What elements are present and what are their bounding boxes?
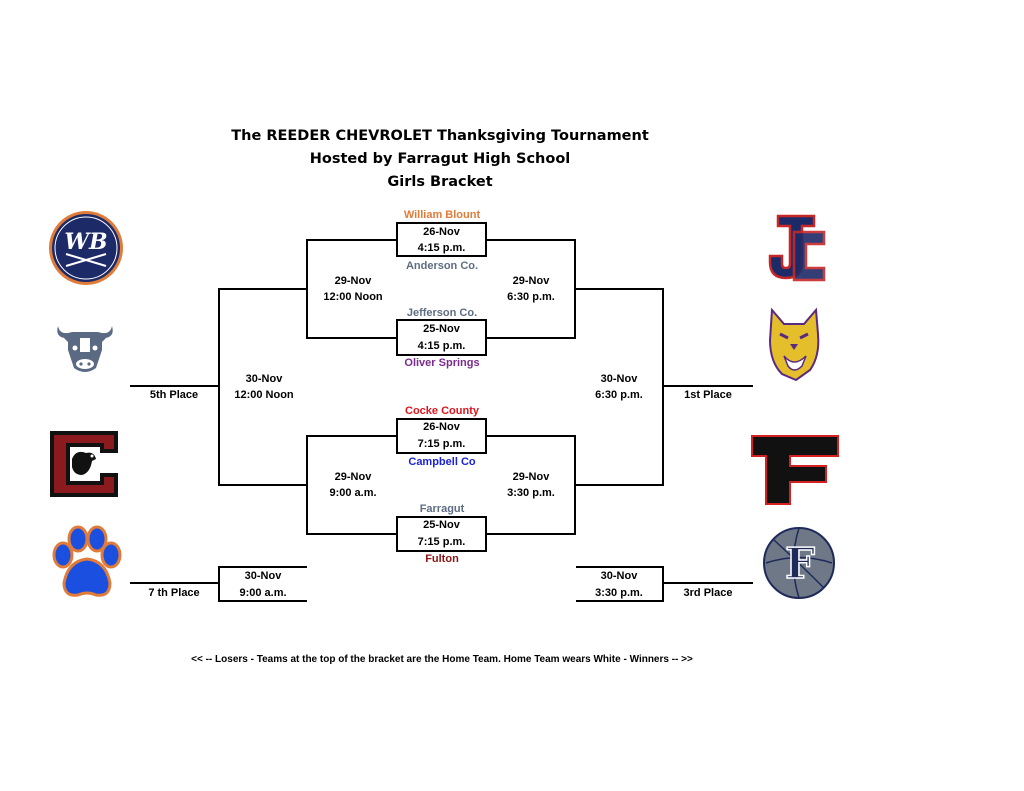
third-place-time: 3:30 p.m.: [595, 587, 643, 599]
fifth-place-label: 5th Place: [149, 389, 199, 401]
semi-bottom-left-date: 29-Nov: [334, 471, 372, 483]
bracket-line: [574, 288, 664, 290]
bracket-line: [486, 239, 576, 241]
bracket-line: [486, 435, 576, 437]
game1-date: 26-Nov: [423, 226, 460, 238]
jc-logo-icon: JC: [764, 212, 826, 282]
game-box-2: [396, 319, 487, 356]
semi-top-left-date: 29-Nov: [334, 275, 372, 287]
jc-logo-text: JC: [764, 212, 766, 213]
fb-logo-text: F: [785, 539, 815, 588]
bracket-line: [306, 239, 397, 241]
semi-top-right-date: 29-Nov: [512, 275, 550, 287]
game3-date: 26-Nov: [423, 421, 460, 433]
semi-bottom-right-time: 3:30 p.m.: [507, 487, 555, 499]
bracket-line: [662, 385, 753, 387]
bracket-line: [662, 582, 753, 584]
host-subtitle: Hosted by Farragut High School: [309, 151, 571, 167]
game-box-1: [396, 222, 487, 257]
seventh-place-date: 30-Nov: [244, 570, 282, 582]
semi-top-right-time: 6:30 p.m.: [507, 291, 555, 303]
semi-bottom-left-time: 9:00 a.m.: [329, 487, 377, 499]
bracket-line: [218, 484, 308, 486]
footer-note: << -- Losers - Teams at the top of the b…: [191, 654, 693, 665]
bracket-line: [306, 435, 397, 437]
wb-logo-icon: WB: [49, 211, 123, 285]
team-william-blount: William Blount: [403, 209, 481, 221]
game-box-3: [396, 418, 487, 454]
seventh-place-time: 9:00 a.m.: [239, 587, 287, 599]
third-place-label: 3rd Place: [683, 587, 733, 599]
semi-bottom-right-date: 29-Nov: [512, 471, 550, 483]
bracket-line: [130, 582, 220, 584]
gamecock-c-logo-icon: [50, 431, 118, 497]
game2-time: 4:15 p.m.: [417, 340, 466, 352]
f-basketball-logo-icon: F: [763, 527, 835, 599]
bracket-line: [218, 600, 307, 602]
game3-time: 7:15 p.m.: [417, 438, 466, 450]
team-jefferson-co: Jefferson Co.: [406, 307, 478, 319]
semi-top-left-time: 12:00 Noon: [323, 291, 383, 303]
first-place-date: 30-Nov: [600, 373, 638, 385]
team-oliver-springs: Oliver Springs: [404, 357, 480, 369]
team-anderson-co: Anderson Co.: [405, 260, 479, 272]
bracket-line: [218, 288, 308, 290]
bracket-subtitle: Girls Bracket: [387, 174, 493, 190]
first-place-label: 1st Place: [684, 389, 732, 401]
game1-time: 4:15 p.m.: [417, 242, 466, 254]
wildcat-logo-icon: [768, 307, 820, 382]
bracket-line: [576, 566, 664, 568]
game2-date: 25-Nov: [423, 323, 460, 335]
f-logo-icon: F: [750, 434, 839, 505]
tournament-title: The REEDER CHEVROLET Thanksgiving Tourna…: [231, 128, 649, 144]
first-place-time: 6:30 p.m.: [595, 389, 643, 401]
bracket-line: [130, 385, 220, 387]
bracket-line: [218, 566, 307, 568]
team-cocke-county: Cocke County: [405, 405, 479, 417]
bracket-line: [576, 600, 664, 602]
bull-logo-icon: [57, 326, 113, 372]
wb-logo-text: WB: [64, 229, 107, 255]
bracket-line: [218, 288, 220, 486]
team-campbell-co: Campbell Co: [408, 456, 476, 468]
team-fulton: Fulton: [425, 553, 459, 565]
f-logo-text: F: [750, 434, 751, 435]
fifth-place-date: 30-Nov: [245, 373, 283, 385]
bracket-line: [306, 337, 397, 339]
team-farragut: Farragut: [419, 503, 465, 515]
seventh-place-label: 7 th Place: [148, 587, 200, 599]
bracket-line: [574, 484, 664, 486]
paw-logo-icon: [52, 525, 122, 597]
game4-time: 7:15 p.m.: [417, 536, 466, 548]
third-place-date: 30-Nov: [600, 570, 638, 582]
bracket-line: [486, 337, 576, 339]
fifth-place-time: 12:00 Noon: [234, 389, 294, 401]
game4-date: 25-Nov: [423, 519, 460, 531]
bracket-line: [306, 533, 397, 535]
bracket-line: [662, 288, 664, 486]
bracket-line: [486, 533, 576, 535]
